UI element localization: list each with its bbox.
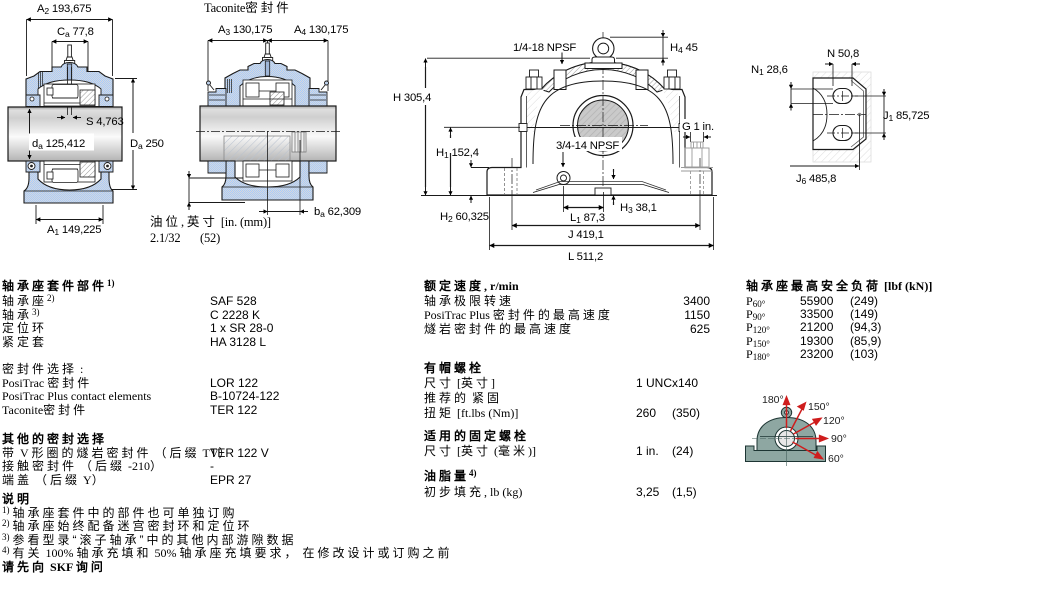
svg-text:J 419,1: J 419,1 — [568, 229, 604, 241]
svg-text:H1 152,4: H1 152,4 — [436, 147, 479, 160]
svg-text:150°: 150° — [808, 401, 830, 413]
svg-text:3/4-14 NPSF: 3/4-14 NPSF — [556, 140, 619, 152]
svg-text:ba 62,309: ba 62,309 — [314, 206, 361, 219]
svg-text:油位, 英寸 [in. (mm)]: 油位, 英寸 [in. (mm)] — [150, 214, 271, 229]
svg-text:1/4-18 NPSF: 1/4-18 NPSF — [513, 42, 576, 54]
svg-text:Da 250: Da 250 — [130, 138, 164, 151]
svg-text:da 125,412: da 125,412 — [32, 138, 85, 151]
svg-text:J1 85,725: J1 85,725 — [883, 110, 929, 123]
svg-text:A2 193,675: A2 193,675 — [37, 3, 91, 16]
svg-text:H2 60,325: H2 60,325 — [440, 211, 489, 224]
svg-text:G 1 in.: G 1 in. — [682, 121, 714, 133]
svg-text:60°: 60° — [828, 453, 844, 465]
svg-text:N 50,8: N 50,8 — [827, 48, 859, 60]
svg-text:Taconite密封件: Taconite密封件 — [204, 0, 292, 15]
svg-text:A3 130,175: A3 130,175 — [218, 24, 272, 37]
svg-text:120°: 120° — [823, 415, 845, 427]
svg-text:2.1/32: 2.1/32 — [150, 231, 180, 245]
svg-text:J6 485,8: J6 485,8 — [796, 173, 836, 186]
svg-text:H4 45: H4 45 — [670, 42, 698, 55]
svg-text:N1 28,6: N1 28,6 — [751, 64, 788, 77]
svg-text:A4 130,175: A4 130,175 — [294, 24, 348, 37]
svg-text:L1 87,3: L1 87,3 — [570, 212, 605, 225]
svg-text:90°: 90° — [831, 433, 847, 445]
svg-text:L 511,2: L 511,2 — [568, 251, 603, 263]
svg-text:180°: 180° — [762, 394, 784, 406]
svg-text:S 4,763: S 4,763 — [86, 116, 124, 128]
svg-text:Ca 77,8: Ca 77,8 — [57, 26, 94, 39]
svg-text:H 305,4: H 305,4 — [393, 92, 431, 104]
svg-text:A1 149,225: A1 149,225 — [47, 224, 101, 237]
svg-text:(52): (52) — [200, 231, 220, 245]
svg-text:H3 38,1: H3 38,1 — [620, 202, 657, 215]
